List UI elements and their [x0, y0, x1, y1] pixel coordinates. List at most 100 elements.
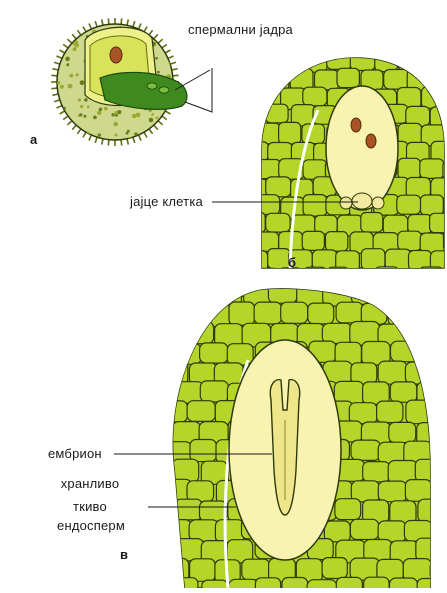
tissue-cell — [378, 521, 406, 542]
tissue-cell — [430, 560, 447, 581]
tissue-cell — [378, 481, 407, 502]
pollen-dot — [151, 113, 154, 116]
tissue-cell — [405, 322, 431, 343]
tissue-cell — [421, 195, 444, 215]
tissue-cell — [147, 420, 175, 443]
tissue-cell — [351, 440, 381, 460]
tissue-cell — [433, 481, 447, 502]
tissue-cell — [256, 123, 281, 144]
tissue-cell — [322, 558, 347, 579]
tissue-cell — [398, 158, 420, 179]
pollen-dot — [163, 29, 167, 33]
tissue-cell — [336, 577, 362, 588]
tissue-cell — [147, 539, 176, 559]
tissue-cell — [405, 480, 431, 502]
tissue-cell — [187, 481, 214, 502]
pollen-dot — [157, 71, 160, 74]
pollen-dot — [66, 63, 69, 66]
tissue-cell — [245, 142, 269, 161]
embryo-sac — [326, 86, 398, 210]
tissue-cell — [349, 269, 372, 291]
polar-nucleus — [366, 134, 376, 148]
pollen-dot — [65, 57, 70, 62]
panel-b-letter: б — [288, 255, 296, 270]
nutritive-tissue-label-line1: хранливо — [40, 476, 140, 491]
tissue-cell — [377, 285, 404, 306]
tissue-cell — [187, 284, 213, 306]
tissue-cell — [326, 232, 348, 252]
pollen-dot — [69, 74, 73, 78]
tissue-cell — [433, 441, 447, 463]
tissue-cell — [147, 304, 174, 327]
pollen-dot — [126, 132, 129, 135]
tissue-cell — [322, 323, 352, 343]
tissue-cell — [187, 322, 213, 344]
tissue-cell — [443, 160, 447, 180]
tissue-cell — [266, 177, 291, 197]
pollen-dot — [60, 85, 64, 89]
tissue-cell — [327, 267, 349, 289]
tissue-cell — [350, 519, 378, 539]
leader-line — [185, 68, 212, 112]
tissue-cell — [266, 213, 290, 232]
pollen-dot — [80, 80, 85, 85]
tissue-cell — [145, 462, 174, 482]
tissue-cell — [363, 462, 390, 482]
pollen-dot — [171, 49, 175, 53]
tissue-cell — [406, 400, 434, 424]
tissue-cell — [336, 302, 363, 323]
pollen-dot — [98, 133, 101, 136]
tissue-cell — [303, 195, 327, 217]
pollen-dot — [78, 99, 81, 102]
tissue-cell — [255, 195, 279, 215]
tissue-cell — [416, 538, 442, 561]
tissue-cell — [146, 501, 173, 523]
pollen-dot — [84, 98, 88, 102]
tissue-cell — [187, 401, 215, 422]
tissue-cell — [174, 304, 202, 325]
tissue-cell — [307, 580, 337, 588]
tissue-cell — [364, 577, 389, 588]
pollen-dot — [80, 105, 83, 108]
tissue-cell — [404, 283, 434, 303]
sperm-nucleus — [159, 87, 169, 93]
tissue-cell — [200, 501, 228, 521]
tissue-cell — [350, 52, 375, 71]
tissue-cell — [145, 383, 174, 405]
pollen-dot — [115, 111, 118, 114]
tissue-cell — [397, 195, 421, 214]
tissue-cell — [266, 104, 289, 123]
ovule-b — [212, 51, 447, 291]
sperm-nuclei-label: спермални јадра — [188, 20, 298, 40]
tissue-cell — [202, 580, 228, 588]
pollen-dot — [58, 45, 62, 49]
vegetative-nucleus — [110, 47, 122, 63]
tissue-cell — [431, 520, 447, 543]
tissue-cell — [172, 344, 201, 365]
egg-cell — [352, 193, 372, 209]
sperm-nucleus — [147, 83, 157, 89]
tissue-cell — [279, 53, 303, 73]
tissue-cell — [418, 499, 447, 522]
tissue-cell — [312, 250, 337, 270]
tissue-cell — [308, 303, 334, 324]
tissue-cell — [190, 440, 216, 462]
tissue-cell — [388, 304, 415, 326]
pollen-dot — [83, 115, 86, 118]
tissue-cell — [433, 362, 447, 383]
pollen-dot — [163, 31, 166, 34]
tissue-cell — [303, 267, 326, 286]
tissue-cell — [147, 341, 175, 363]
tissue-cell — [175, 539, 204, 561]
tissue-cell — [431, 68, 447, 87]
tissue-cell — [415, 459, 441, 482]
tissue-cell — [200, 343, 228, 363]
panel-a-letter: а — [30, 132, 37, 147]
pollen-dot — [149, 118, 154, 123]
tissue-cell — [302, 231, 324, 250]
tissue-cell — [279, 268, 302, 289]
tissue-cell — [432, 283, 447, 307]
pollen-dot — [68, 84, 73, 89]
panel-c-letter: в — [120, 547, 128, 562]
tissue-cell — [377, 401, 403, 423]
